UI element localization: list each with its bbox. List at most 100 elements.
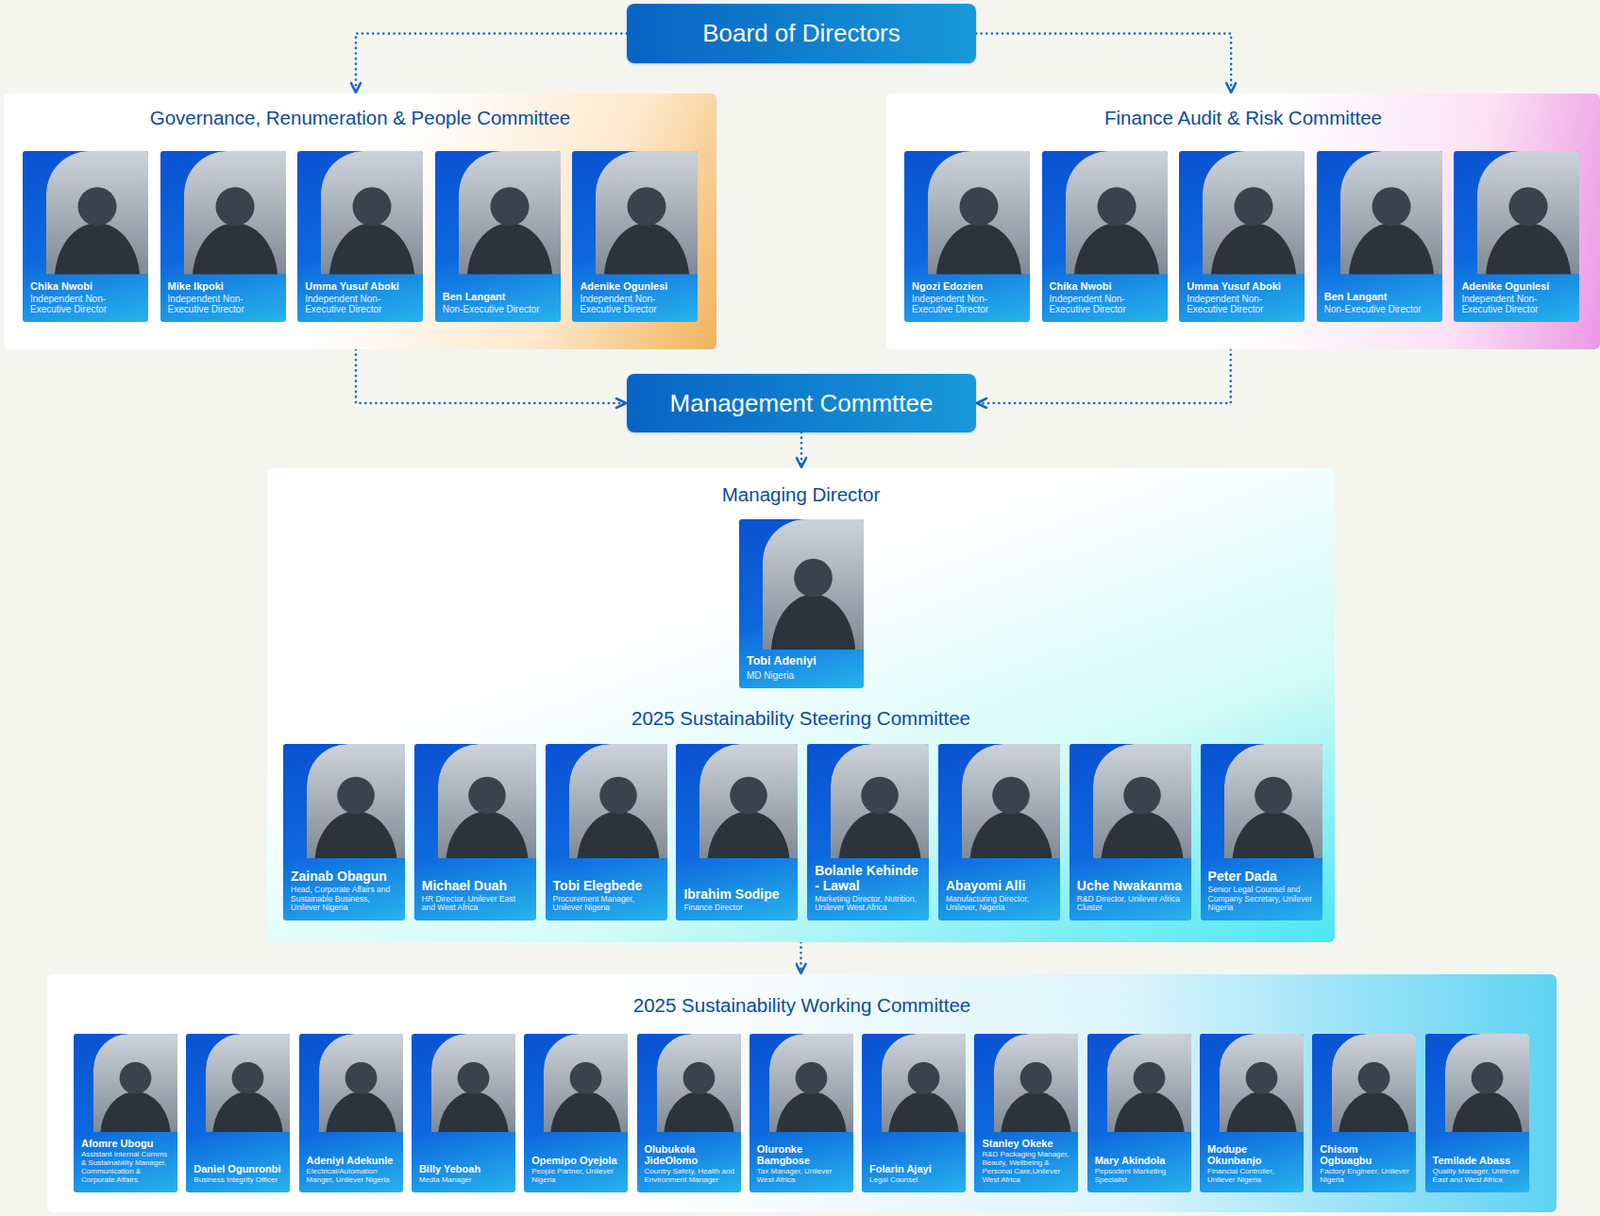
photo-placeholder bbox=[545, 743, 668, 859]
card-caption: Modupe OkunbanjoFinancial Controller, Un… bbox=[1207, 1143, 1298, 1185]
card-caption: Chika NwobiIndependent Non-Executive Dir… bbox=[1049, 280, 1163, 315]
person-card: Daniel OgunronbiBusiness Integrity Offic… bbox=[185, 1033, 290, 1193]
silhouette-head bbox=[1132, 1061, 1165, 1095]
photo-frame bbox=[569, 743, 668, 859]
silhouette-head bbox=[1234, 186, 1274, 226]
card-caption: Opemipo OyejolaPeople Partner, Unilever … bbox=[531, 1154, 623, 1185]
card-caption: Billy YeboahMedia Manager bbox=[419, 1162, 510, 1185]
photo-placeholder bbox=[1199, 1033, 1304, 1132]
heading-text: 2025 Sustainability Steering Committee bbox=[267, 707, 1335, 731]
photo-placeholder bbox=[807, 743, 929, 859]
person-card: Chisom OgbuagbuFactory Engineer, Unileve… bbox=[1312, 1033, 1416, 1193]
person-role: Pepsodent Marketing Specialist bbox=[1094, 1167, 1186, 1185]
photo-frame bbox=[1093, 743, 1192, 859]
photo-frame bbox=[1331, 1033, 1416, 1132]
person-card: Zainab ObagunHead, Corporate Affairs and… bbox=[283, 743, 405, 921]
card-caption: Afomre UboguAssistant Internal Comms & S… bbox=[81, 1137, 172, 1185]
person-card: Opemipo OyejolaPeople Partner, Unilever … bbox=[523, 1033, 628, 1193]
committee-panel: 2025 Sustainability Working CommitteeAfo… bbox=[47, 974, 1557, 1213]
person-name: Afomre Ubogu bbox=[81, 1137, 172, 1149]
card-caption: Tobi AdeniyiMD Nigeria bbox=[746, 655, 859, 681]
person-name: Stanley Okeke bbox=[981, 1137, 1073, 1149]
person-role: Head, Corporate Affairs and Sustainable … bbox=[290, 885, 400, 913]
silhouette-body bbox=[100, 1091, 171, 1132]
silhouette-head bbox=[232, 1061, 265, 1095]
person-card: Stanley OkekeR&D Packaging Manager, Beau… bbox=[974, 1033, 1078, 1193]
person-name: Chika Nwobi bbox=[30, 280, 143, 292]
silhouette-head bbox=[730, 776, 769, 815]
photo-frame bbox=[1224, 743, 1323, 859]
photo-placeholder bbox=[675, 743, 798, 859]
person-name: Tobi Elegbede bbox=[553, 878, 662, 893]
person-card: Afomre UboguAssistant Internal Comms & S… bbox=[73, 1033, 178, 1193]
photo-placeholder bbox=[1200, 743, 1323, 859]
person-role: People Partner, Unilever Nigeria bbox=[531, 1167, 623, 1185]
photo-frame bbox=[1477, 151, 1580, 275]
silhouette-body bbox=[839, 810, 922, 859]
card-caption: Adenike OgunlesiIndependent Non-Executiv… bbox=[579, 280, 692, 315]
photo-placeholder bbox=[1316, 151, 1443, 275]
person-name: Ben Langant bbox=[1324, 290, 1437, 303]
silhouette-head bbox=[1123, 776, 1162, 815]
silhouette-body bbox=[329, 222, 416, 274]
person-role: R&D Director, Unilever Africa Cluster bbox=[1077, 894, 1186, 913]
heading-text: Board of Directors bbox=[702, 18, 901, 49]
person-card: Ben LangantNon-Executive Director bbox=[1316, 151, 1443, 322]
silhouette-body bbox=[325, 1091, 397, 1132]
photo-frame bbox=[830, 743, 929, 859]
photo-placeholder bbox=[904, 151, 1030, 275]
silhouette-body bbox=[771, 593, 857, 650]
photo-frame bbox=[93, 1033, 178, 1132]
silhouette-head bbox=[860, 776, 899, 815]
person-name: Olubukola JideOlomo bbox=[644, 1143, 736, 1166]
silhouette-body bbox=[888, 1091, 960, 1132]
silhouette-body bbox=[1347, 222, 1434, 274]
person-card: Adenike OgunlesiIndependent Non-Executiv… bbox=[572, 151, 698, 322]
card-caption: Umma Yusuf AbokiIndependent Non-Executiv… bbox=[1186, 280, 1299, 315]
silhouette-body bbox=[1226, 1091, 1297, 1132]
photo-placeholder bbox=[1425, 1033, 1530, 1132]
person-name: Mary Akindola bbox=[1094, 1154, 1186, 1166]
committee-panel: Finance Audit & Risk CommitteeNgozi Edoz… bbox=[886, 93, 1600, 350]
person-name: Uche Nwakanma bbox=[1077, 878, 1186, 893]
photo-frame bbox=[1445, 1033, 1530, 1132]
card-caption: Peter DadaSenior Legal Counsel and Compa… bbox=[1208, 869, 1317, 913]
person-name: Ngozi Edozien bbox=[911, 280, 1025, 292]
person-name: Daniel Ogunronbi bbox=[193, 1162, 285, 1175]
photo-frame bbox=[431, 1033, 516, 1132]
silhouette-head bbox=[1470, 1061, 1503, 1095]
silhouette-head bbox=[793, 558, 833, 598]
person-name: Temilade Abass bbox=[1432, 1154, 1524, 1166]
silhouette-body bbox=[445, 810, 528, 859]
person-name: Zainab Obagun bbox=[290, 869, 400, 884]
person-role: Electrical/Automation Manger, Unilever N… bbox=[306, 1167, 398, 1185]
person-name: Chisom Ogbuagbu bbox=[1319, 1143, 1411, 1166]
silhouette-body bbox=[550, 1091, 622, 1132]
silhouette-head bbox=[1358, 1061, 1391, 1095]
silhouette-head bbox=[992, 776, 1030, 815]
person-card: Uche NwakanmaR&D Director, Unilever Afri… bbox=[1069, 743, 1192, 921]
person-name: Billy Yeboah bbox=[419, 1162, 510, 1175]
card-caption: Zainab ObagunHead, Corporate Affairs and… bbox=[290, 869, 400, 913]
silhouette-body bbox=[437, 1091, 509, 1132]
dotted-connector bbox=[355, 33, 627, 94]
photo-placeholder bbox=[299, 1033, 404, 1132]
person-name: Tobi Adeniyi bbox=[746, 655, 859, 669]
person-name: Umma Yusuf Aboki bbox=[1186, 280, 1299, 292]
card-caption: Adenike OgunlesiIndependent Non-Executiv… bbox=[1461, 280, 1574, 315]
photo-frame bbox=[927, 151, 1030, 275]
card-caption: Ben LangantNon-Executive Director bbox=[442, 290, 556, 315]
person-name: Bolanle Kehinde - Lawal bbox=[814, 863, 924, 893]
person-role: MD Nigeria bbox=[746, 670, 859, 681]
dotted-connector bbox=[976, 349, 1231, 404]
person-name: Modupe Okunbanjo bbox=[1207, 1143, 1298, 1166]
silhouette-head bbox=[77, 186, 117, 226]
silhouette-head bbox=[119, 1061, 152, 1095]
card-caption: Umma Yusuf AbokiIndependent Non-Executiv… bbox=[304, 280, 418, 315]
photo-frame bbox=[993, 1033, 1078, 1132]
person-card: Umma Yusuf AbokiIndependent Non-Executiv… bbox=[297, 151, 423, 322]
card-caption: Mike IkpokiIndependent Non-Executive Dir… bbox=[168, 280, 281, 315]
person-card: Oluronke BamgboseTax Manager, Unilever W… bbox=[749, 1033, 854, 1193]
person-role: Independent Non-Executive Director bbox=[911, 293, 1025, 315]
silhouette-head bbox=[599, 776, 638, 815]
